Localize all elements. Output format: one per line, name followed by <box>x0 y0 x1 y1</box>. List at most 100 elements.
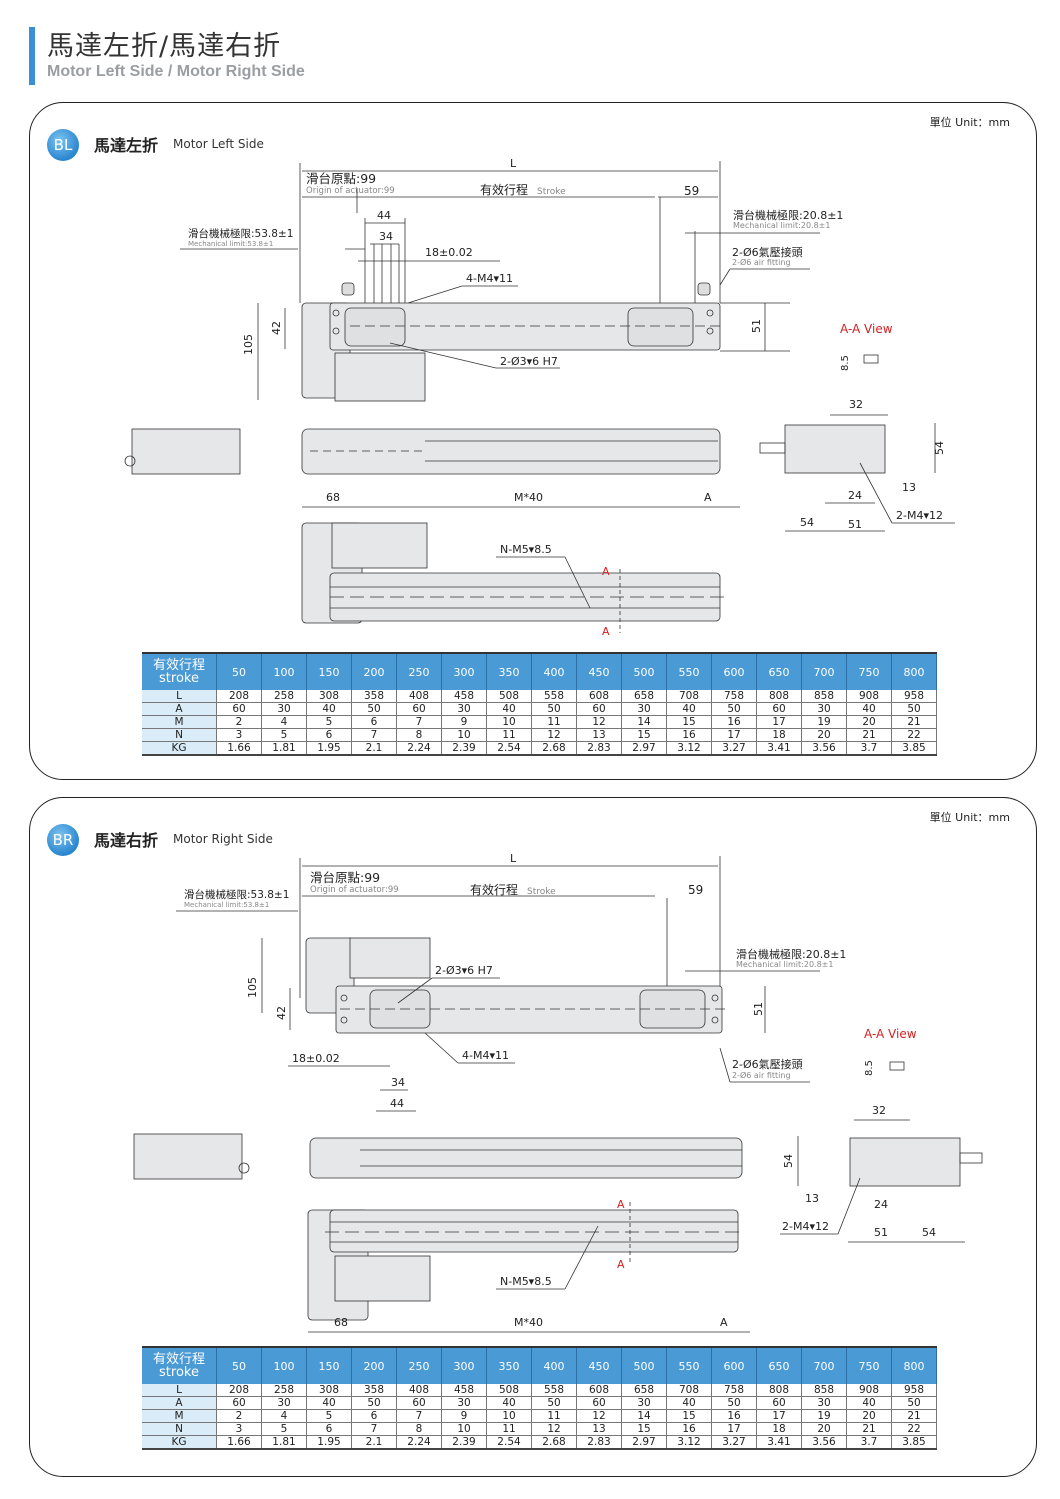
header-stroke: 650 <box>756 653 802 690</box>
table-cell: 20 <box>801 728 847 742</box>
header-stroke: 100 <box>261 1347 307 1384</box>
table-cell: 2.1 <box>351 741 397 756</box>
table-cell: 19 <box>801 1409 847 1423</box>
table-cell: 2 <box>216 715 262 729</box>
table-cell: 208 <box>216 690 262 703</box>
table-cell: 558 <box>531 1384 577 1397</box>
mech-left-zh: 滑台機械極限:53.8±1 <box>184 888 289 901</box>
dim-A: A <box>704 491 712 504</box>
table-cell: 60 <box>396 1396 442 1410</box>
table-cell: 758 <box>711 690 757 703</box>
table-cell: 17 <box>756 1409 802 1423</box>
drawing-part <box>784 424 886 474</box>
row-label: L <box>142 1384 217 1397</box>
table-cell: 2.1 <box>351 1435 397 1450</box>
table-cell: 40 <box>666 702 712 716</box>
header-zh: 有效行程 <box>152 658 205 673</box>
table-cell: 358 <box>351 690 397 703</box>
technical-drawing-motor-right: L 滑台原點:99 Origin of actuator:99 有效行程 Str… <box>133 852 983 1333</box>
header-stroke: 450 <box>576 1347 622 1384</box>
unit-label: 單位 Unit：mm <box>929 811 1010 824</box>
header-stroke: 750 <box>846 653 892 690</box>
panel-title-en: Motor Left Side <box>173 137 264 151</box>
dim-L: L <box>510 157 517 170</box>
table-cell: 15 <box>666 715 712 729</box>
header-stroke: 350 <box>486 653 532 690</box>
row-label: N <box>142 728 217 742</box>
table-cell: 18 <box>756 728 802 742</box>
aa-view-label: A-A View <box>840 322 893 336</box>
header-stroke: 800 <box>891 653 937 690</box>
stroke-zh: 有效行程 <box>470 882 518 897</box>
table-cell: 21 <box>846 1422 892 1436</box>
table-cell: 30 <box>621 702 667 716</box>
table-cell: 858 <box>801 690 847 703</box>
bolt-hole <box>706 327 714 335</box>
table-cell: 6 <box>306 728 352 742</box>
table-cell: 258 <box>261 690 307 703</box>
table-cell: 2.39 <box>441 741 487 756</box>
header-stroke: 50 <box>216 653 262 690</box>
table-cell: 458 <box>441 690 487 703</box>
table-cell: 50 <box>711 1396 757 1410</box>
dim-42: 42 <box>270 321 283 335</box>
table-cell: 50 <box>891 1396 937 1410</box>
air-en: 2-Ø6 air fitting <box>732 257 791 267</box>
table-cell: 8 <box>396 728 442 742</box>
dim-m4: 4-M4▾11 <box>466 272 513 285</box>
dim-m40: M*40 <box>514 1316 543 1329</box>
table-cell: 40 <box>486 702 532 716</box>
table-cell: 50 <box>531 702 577 716</box>
table-cell: 30 <box>621 1396 667 1410</box>
dim-59: 59 <box>688 883 703 897</box>
table-cell: 3.85 <box>891 1435 937 1450</box>
dimension-line <box>407 285 463 304</box>
header-en: stroke <box>159 671 199 686</box>
dim-n-m5: N-M5▾8.5 <box>500 543 552 556</box>
stroke-en: Stroke <box>527 887 556 897</box>
table-cell: 12 <box>576 1409 622 1423</box>
table-cell: 8 <box>396 1422 442 1436</box>
table-cell: 6 <box>306 1422 352 1436</box>
dim-m4b: 2-M4▾12 <box>782 1220 829 1233</box>
table-cell: 40 <box>666 1396 712 1410</box>
table-cell: 3.56 <box>801 741 847 756</box>
table-cell: 608 <box>576 1384 622 1397</box>
bolt-hole <box>340 994 348 1002</box>
table-cell: 16 <box>666 1422 712 1436</box>
table-cell: 40 <box>846 1396 892 1410</box>
table-cell: 2.68 <box>531 1435 577 1450</box>
dim-A: A <box>720 1316 728 1329</box>
air-zh: 2-Ø6氣壓接頭 <box>732 245 803 259</box>
header-stroke: 700 <box>801 1347 847 1384</box>
dim-m4: 4-M4▾11 <box>462 1049 509 1062</box>
table-cell: 2.54 <box>486 1435 532 1450</box>
table-cell: 2.83 <box>576 1435 622 1450</box>
table-cell: 9 <box>441 1409 487 1423</box>
table-cell: 1.81 <box>261 741 307 756</box>
table-cell: 3 <box>216 1422 262 1436</box>
table-cell: 858 <box>801 1384 847 1397</box>
table-cell: 2.54 <box>486 741 532 756</box>
drawing-part <box>334 1255 431 1302</box>
header-en: stroke <box>159 1365 199 1380</box>
table-cell: 12 <box>531 728 577 742</box>
mech-left-en: Mechanical limit:53.8±1 <box>188 240 273 248</box>
table-cell: 508 <box>486 690 532 703</box>
table-cell: 2.83 <box>576 741 622 756</box>
section-a-bottom: A <box>602 625 610 638</box>
row-label: A <box>142 1396 217 1410</box>
table-cell: 1.66 <box>216 1435 262 1450</box>
mech-right-en: Mechanical limit:20.8±1 <box>733 221 830 230</box>
dimension-line <box>397 977 433 1004</box>
